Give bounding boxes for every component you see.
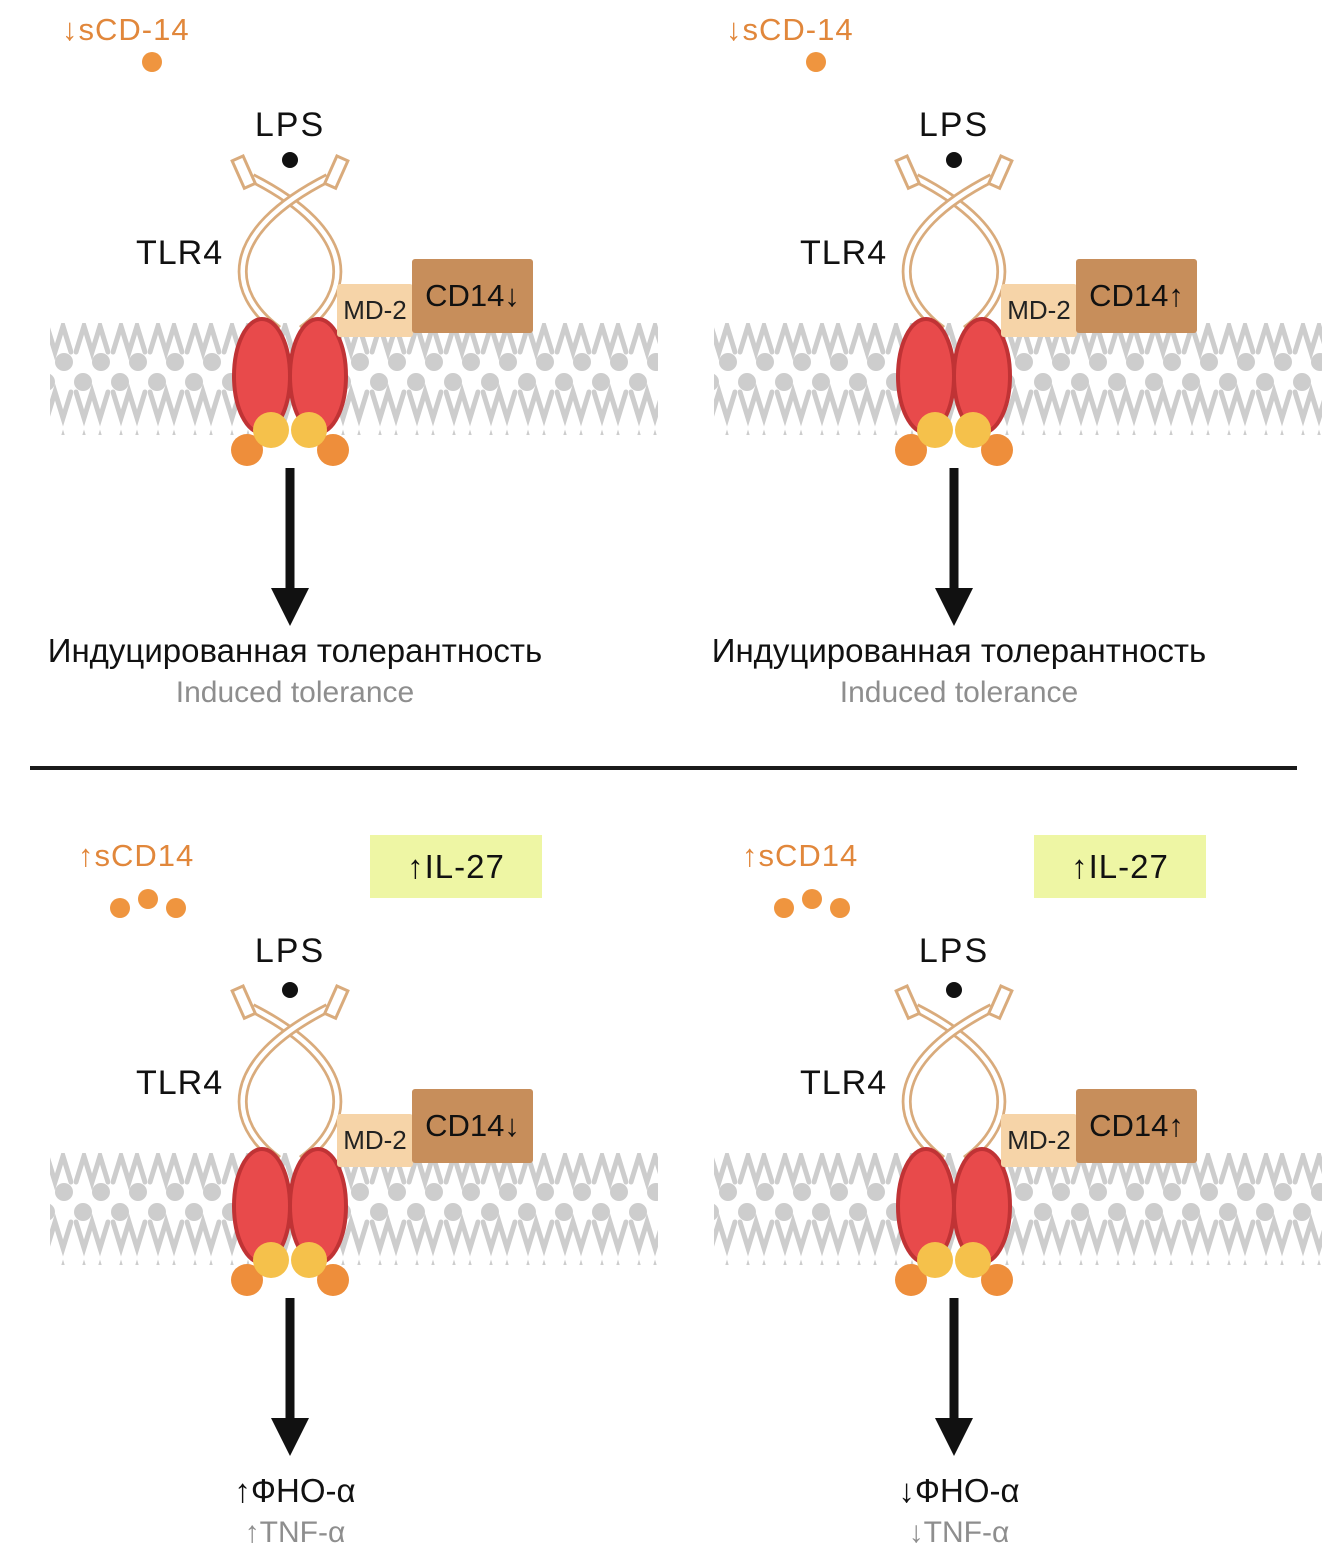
scd14-dot-icon (802, 889, 822, 909)
md2-box: MD-2 (1001, 1114, 1077, 1167)
cd14-box: CD14↓ (412, 1089, 533, 1163)
scd14-dot-icon (138, 889, 158, 909)
scd14-dot-icon (166, 898, 186, 918)
panel-top-right: ↓sCD-14 LPS TLR4 MD-2 CD14↑ Индуцированн… (664, 0, 1327, 770)
scd14-dot-icon (142, 52, 162, 72)
tlr4-label: TLR4 (136, 234, 224, 272)
result-text-en: Induced tolerance (839, 676, 1079, 709)
scd14-label: ↓sCD-14 (62, 12, 190, 47)
scd14-dot-icon (806, 52, 826, 72)
panel-bottom-left: ↑sCD14 ↑IL-27 LPS TLR4 MD-2 CD14↓ ↑ФНО-α… (0, 780, 663, 1568)
result-text-ru: ↓ФНО-α (898, 1472, 1020, 1509)
section-divider (30, 766, 1297, 770)
scd14-dot-icon (110, 898, 130, 918)
lps-label: LPS (918, 106, 990, 144)
scd14-dots (802, 52, 830, 77)
receptor-complex-graphic (0, 148, 663, 648)
result-text-en: ↓TNF-α (908, 1516, 1010, 1549)
result-text-ru: Индуцированная толерантность (711, 632, 1207, 669)
result-text-en: ↑TNF-α (244, 1516, 346, 1549)
result-text-en: Induced tolerance (175, 676, 415, 709)
result-text-ru: ↑ФНО-α (234, 1472, 356, 1509)
il27-box: ↑IL-27 (370, 835, 542, 898)
receptor-complex-graphic (664, 148, 1327, 648)
md2-box: MD-2 (337, 284, 413, 337)
panel-top-left: ↓sCD-14 LPS TLR4 MD-2 CD14↓ Индуцированн… (0, 0, 663, 770)
md2-box: MD-2 (337, 1114, 413, 1167)
md2-box: MD-2 (1001, 284, 1077, 337)
scd14-dots (106, 889, 190, 923)
result-text-ru: Индуцированная толерантность (47, 632, 543, 669)
tlr4-label: TLR4 (136, 1064, 224, 1102)
lps-label: LPS (254, 932, 326, 970)
lps-label: LPS (254, 106, 326, 144)
scd14-dots (138, 52, 166, 77)
il27-box: ↑IL-27 (1034, 835, 1206, 898)
cd14-box: CD14↑ (1076, 259, 1197, 333)
cd14-box: CD14↑ (1076, 1089, 1197, 1163)
scd14-dot-icon (830, 898, 850, 918)
tlr4-label: TLR4 (800, 234, 888, 272)
scd14-label: ↑sCD14 (742, 838, 859, 873)
lps-label: LPS (918, 932, 990, 970)
scd14-dot-icon (774, 898, 794, 918)
cd14-box: CD14↓ (412, 259, 533, 333)
scd14-label: ↓sCD-14 (726, 12, 854, 47)
receptor-complex-graphic (664, 978, 1327, 1478)
scd14-dots (770, 889, 854, 923)
panel-bottom-right: ↑sCD14 ↑IL-27 LPS TLR4 MD-2 CD14↑ ↓ФНО-α… (664, 780, 1327, 1568)
tlr4-label: TLR4 (800, 1064, 888, 1102)
receptor-complex-graphic (0, 978, 663, 1478)
scd14-label: ↑sCD14 (78, 838, 195, 873)
